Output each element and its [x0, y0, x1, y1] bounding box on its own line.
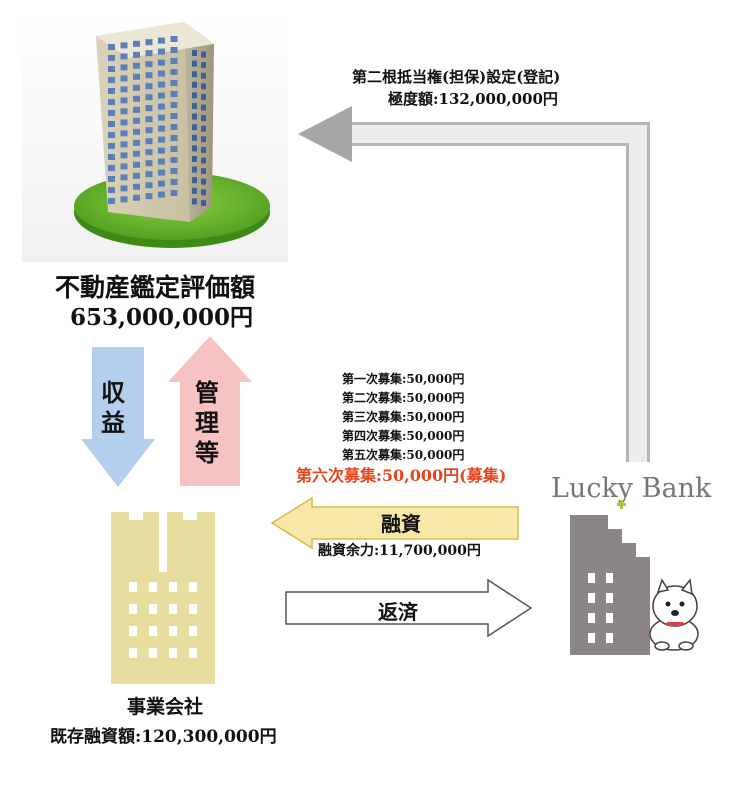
income-label: 収益 — [101, 378, 125, 437]
financing-arrow — [270, 496, 519, 550]
property-appraisal-value: 653,000,000円 — [70, 304, 254, 331]
round-item: 第五次募集:50,000円 — [342, 448, 465, 462]
round-item: 第四次募集:50,000円 — [342, 429, 465, 443]
brand-lucky: Lucky — [551, 473, 642, 504]
company-existing-loan: 既存融資額:120,300,000円 — [50, 727, 277, 747]
management-arrow — [168, 336, 252, 486]
repayment-arrow — [285, 578, 533, 638]
round-item: 第二次募集:50,000円 — [342, 391, 465, 405]
lucky-bank-logo: Lucky Bank — [551, 473, 711, 504]
lien-max-amount-label: 極度額:132,000,000円 — [388, 90, 558, 108]
financing-remaining-label: 融資余力:11,700,000円 — [318, 543, 481, 559]
property-appraisal-title: 不動産鑑定評価額 — [55, 273, 256, 302]
tower-building-icon — [22, 10, 288, 262]
dog-icon — [649, 578, 699, 651]
rounds-list: 第一次募集:50,000円 第二次募集:50,000円 第三次募集:50,000… — [342, 370, 502, 465]
income-arrow — [81, 347, 155, 487]
round-item: 第一次募集:50,000円 — [342, 372, 465, 386]
company-building-icon — [111, 512, 215, 684]
lender-building-icon — [570, 515, 650, 655]
repayment-label: 返済 — [378, 600, 418, 624]
management-label: 管理等 — [195, 378, 219, 467]
financing-label: 融資 — [381, 512, 421, 536]
lien-setting-label: 第二根抵当権(担保)設定(登記) — [352, 68, 561, 86]
round-item: 第三次募集:50,000円 — [342, 410, 465, 424]
company-name: 事業会社 — [127, 696, 204, 718]
brand-sparkle-icon — [617, 500, 626, 509]
brand-bank: Bank — [641, 473, 712, 504]
current-round-label: 第六次募集:50,000円(募集) — [296, 466, 507, 485]
lien-arrow — [298, 106, 650, 462]
